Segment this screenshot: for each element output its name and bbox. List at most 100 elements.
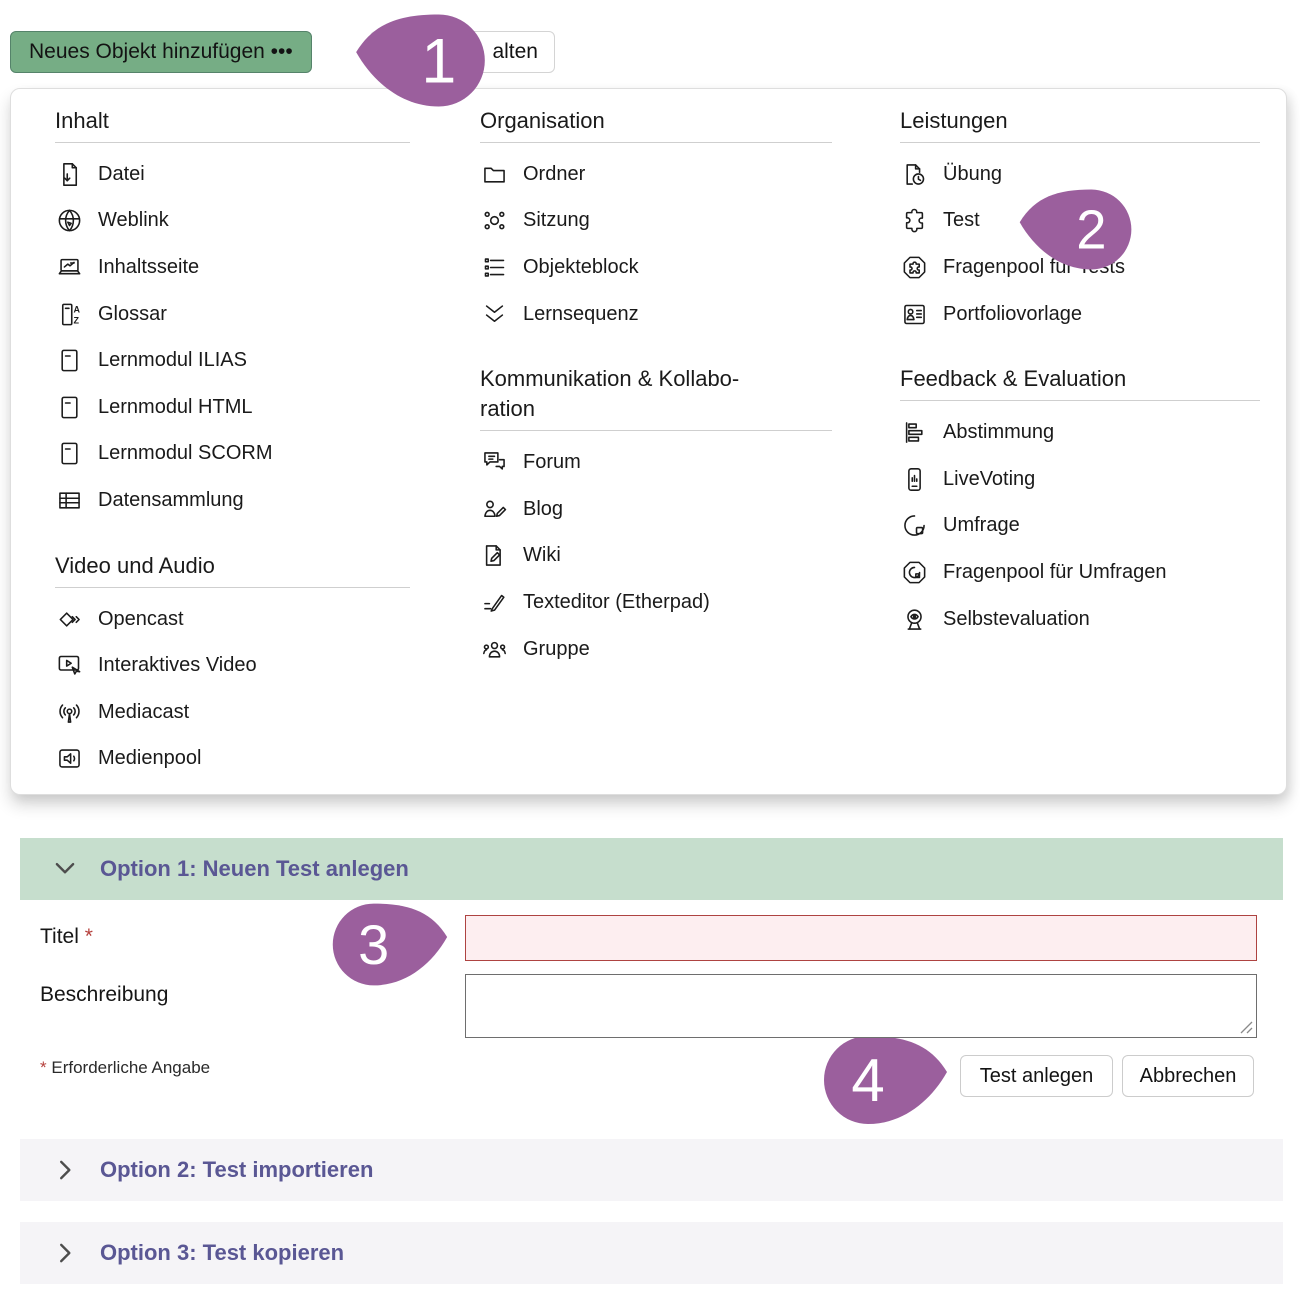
accordion-option1-title: Option 1: Neuen Test anlegen (100, 856, 409, 881)
forum-icon (480, 449, 508, 477)
svg-text:A: A (73, 304, 80, 314)
learning-module-icon (55, 347, 83, 375)
section-divider (480, 142, 832, 143)
menu-item-ordner[interactable]: Ordner (480, 151, 832, 198)
menu-item-label: LiveVoting (943, 467, 1036, 490)
opencast-icon (55, 605, 83, 633)
titel-input[interactable] (465, 915, 1257, 961)
object-block-icon (480, 253, 508, 281)
menu-item-label: Blog (523, 497, 564, 520)
section-title-kommunikation: Kommunikation & Kollabo­ration (480, 366, 740, 422)
titel-label: Titel * (40, 925, 93, 948)
menu-item-weblink[interactable]: Weblink (55, 198, 410, 245)
abbrechen-button[interactable]: Abbrechen (1122, 1055, 1254, 1097)
menu-item-datensammlung[interactable]: Datensammlung (55, 477, 410, 524)
file-download-icon (55, 160, 83, 188)
menu-column-leistungen: Leistungen Übung Test Fragenpool für Tes… (900, 106, 1260, 642)
menu-item-gruppe[interactable]: Gruppe (480, 626, 832, 673)
menu-item-lernsequenz[interactable]: Lernsequenz (480, 291, 832, 338)
menu-item-label: Inhaltsseite (98, 255, 200, 278)
menu-item-label: Selbstevaluation (943, 607, 1090, 630)
add-new-object-button[interactable]: Neues Objekt hinzufügen ••• (10, 31, 312, 73)
section-title-inhalt: Inhalt (55, 108, 109, 133)
poll-bars-icon (900, 419, 928, 447)
menu-item-fragenpool-umfragen[interactable]: Fragenpool für Umfragen (900, 549, 1260, 596)
required-asterisk: * (40, 1058, 47, 1077)
svg-text:4: 4 (851, 1047, 884, 1114)
menu-item-label: Wiki (523, 544, 561, 567)
menu-item-forum[interactable]: Forum (480, 439, 832, 486)
menu-item-opencast[interactable]: Opencast (55, 596, 410, 643)
menu-item-medienpool[interactable]: Medienpool (55, 736, 410, 783)
menu-item-interaktives-video[interactable]: Interaktives Video (55, 642, 410, 689)
menu-item-inhaltsseite[interactable]: Inhaltsseite (55, 244, 410, 291)
menu-item-lernmodul-scorm[interactable]: Lernmodul SCORM (55, 431, 410, 478)
toolbar-secondary-button[interactable]: alten (370, 31, 555, 73)
wiki-icon (480, 542, 508, 570)
menu-item-datei[interactable]: Datei (55, 151, 410, 198)
menu-item-label: Fragenpool für Tests (943, 255, 1125, 278)
menu-item-test[interactable]: Test (900, 198, 1260, 245)
menu-item-label: Umfrage (943, 514, 1020, 537)
beschreibung-textarea[interactable] (465, 974, 1257, 1038)
menu-item-uebung[interactable]: Übung (900, 151, 1260, 198)
group-icon (480, 635, 508, 663)
menu-item-mediacast[interactable]: Mediacast (55, 689, 410, 736)
menu-item-lernmodul-html[interactable]: Lernmodul HTML (55, 384, 410, 431)
menu-item-label: Gruppe (523, 637, 590, 660)
accordion-option3-header[interactable]: Option 3: Test kopieren (20, 1222, 1283, 1284)
section-title-feedback: Feedback & Evaluation (900, 366, 1127, 392)
menu-item-selbstevaluation[interactable]: Selbstevaluation (900, 596, 1260, 643)
menu-column-organisation: Organisation Ordner Sitzung Objekteblock (480, 106, 832, 672)
section-divider (55, 586, 410, 588)
menu-item-label: Test (943, 209, 980, 232)
menu-item-label: Forum (523, 451, 581, 474)
accordion-option2-header[interactable]: Option 2: Test importieren (20, 1139, 1283, 1201)
menu-item-texteditor[interactable]: Texteditor (Etherpad) (480, 579, 832, 626)
section-divider (480, 430, 832, 432)
self-evaluation-icon (900, 605, 928, 633)
menu-item-abstimmung[interactable]: Abstimmung (900, 409, 1260, 456)
learning-sequence-icon (480, 300, 508, 328)
menu-item-fragenpool-tests[interactable]: Fragenpool für Tests (900, 244, 1260, 291)
menu-item-livevoting[interactable]: LiveVoting (900, 456, 1260, 503)
menu-item-label: Objekteblock (523, 255, 639, 278)
beschreibung-label: Beschreibung (40, 983, 169, 1006)
menu-item-label: Ordner (523, 162, 586, 185)
menu-item-label: Übung (943, 162, 1002, 185)
menu-item-label: Interaktives Video (98, 654, 257, 677)
section-title-organisation: Organisation (480, 108, 605, 133)
menu-item-lernmodul-ilias[interactable]: Lernmodul ILIAS (55, 337, 410, 384)
section-divider (55, 142, 410, 143)
menu-item-blog[interactable]: Blog (480, 486, 832, 533)
learning-module-icon (55, 393, 83, 421)
menu-item-wiki[interactable]: Wiki (480, 533, 832, 580)
portfolio-template-icon (900, 300, 928, 328)
menu-item-portfoliovorlage[interactable]: Portfoliovorlage (900, 291, 1260, 338)
learning-module-icon (55, 440, 83, 468)
menu-item-label: Weblink (98, 209, 169, 232)
menu-item-label: Lernsequenz (523, 302, 639, 325)
menu-item-label: Datensammlung (98, 488, 244, 511)
question-pool-test-icon (900, 253, 928, 281)
menu-item-umfrage[interactable]: Umfrage (900, 503, 1260, 550)
menu-item-objekteblock[interactable]: Objekteblock (480, 244, 832, 291)
menu-item-label: Lernmodul HTML (98, 395, 253, 418)
chevron-down-icon (52, 856, 78, 882)
menu-item-label: Texteditor (Etherpad) (523, 590, 710, 613)
section-title-video-audio: Video und Audio (55, 552, 215, 578)
text-editor-icon (480, 588, 508, 616)
exercise-icon (900, 160, 928, 188)
broadcast-icon (55, 698, 83, 726)
menu-item-sitzung[interactable]: Sitzung (480, 198, 832, 245)
section-title-leistungen: Leistungen (900, 108, 1008, 133)
chevron-right-icon (52, 1240, 78, 1266)
accordion-option1-header[interactable]: Option 1: Neuen Test anlegen (20, 838, 1283, 900)
data-table-icon (55, 486, 83, 514)
accordion-option2-title: Option 2: Test importieren (100, 1157, 374, 1182)
test-anlegen-button[interactable]: Test anlegen (960, 1055, 1113, 1097)
section-divider (900, 142, 1260, 143)
textarea-resize-handle[interactable] (1238, 1019, 1254, 1035)
